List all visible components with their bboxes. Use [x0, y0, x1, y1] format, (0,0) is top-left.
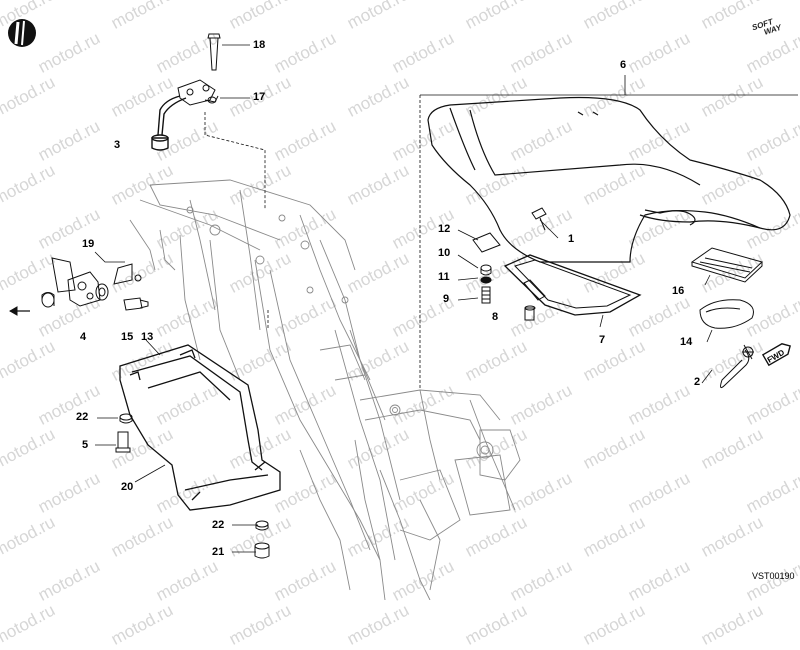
frame-drawing: [129, 179, 521, 600]
bracket-12-drawing: [472, 232, 501, 253]
watermark-text: motod.ru: [226, 600, 295, 649]
callout-1: 1: [568, 233, 575, 245]
callout-2: 2: [694, 376, 701, 388]
callout-18: 18: [253, 39, 266, 51]
callout-6: 6: [620, 59, 627, 71]
callout-8: 8: [492, 311, 499, 323]
front-arrow-icon: [8, 306, 30, 316]
callout-20: 20: [121, 481, 134, 493]
callout-21: 21: [212, 546, 225, 558]
callout-4: 4: [80, 331, 87, 343]
callout-16: 16: [672, 285, 685, 297]
callout-15: 15: [121, 331, 134, 343]
washer-11-drawing: [480, 276, 492, 284]
seat-drawing: [427, 96, 791, 263]
watermark-text: motod.ru: [698, 600, 767, 649]
callout-19: 19: [82, 238, 95, 250]
pad-16-drawing: [690, 247, 763, 283]
watermark-text: motod.ru: [0, 600, 59, 649]
callout-5: 5: [82, 439, 89, 451]
line-art: [8, 19, 798, 600]
washer-10-drawing: [480, 264, 492, 276]
callout-leaders: [94, 44, 798, 553]
callout-10: 10: [438, 247, 451, 259]
callout-22-upper: 22: [76, 411, 89, 423]
grommet-21-drawing: [254, 542, 270, 559]
seat-pan-drawing: [503, 254, 642, 316]
leader-lines: [204, 95, 421, 390]
seat-lock-drawing: [177, 79, 219, 106]
watermark-text: motod.ru: [462, 600, 531, 649]
washer-22-lower-drawing: [255, 520, 269, 531]
callout-7: 7: [599, 334, 606, 346]
washer-22-upper-drawing: [119, 413, 133, 424]
callout-22-lower: 22: [212, 519, 225, 531]
cable-3-drawing: [151, 95, 187, 151]
bolt-1-drawing: [531, 207, 547, 231]
callout-13: 13: [141, 331, 154, 343]
logo-icon: [8, 19, 36, 47]
watermark-text: motod.ru: [344, 600, 413, 649]
cable-2-drawing: [720, 344, 754, 389]
callout-17: 17: [253, 91, 266, 103]
callout-14: 14: [680, 336, 693, 348]
callout-12: 12: [438, 223, 451, 235]
screw-5-drawing: [115, 431, 131, 453]
screw-9-drawing: [481, 286, 491, 304]
lock-cylinder-4-drawing: [41, 257, 149, 311]
callout-3: 3: [114, 139, 121, 151]
callout-11: 11: [438, 271, 450, 283]
pad-14-drawing: [699, 299, 754, 329]
forward-badge-icon: [761, 343, 791, 367]
screw-18-drawing: [207, 33, 221, 71]
part-8-drawing: [523, 279, 546, 321]
watermark-text: motod.ru: [580, 600, 649, 649]
drawing-reference-code: VST00190: [752, 571, 795, 581]
tray-20-drawing: [119, 344, 281, 511]
callout-9: 9: [443, 293, 450, 305]
watermark-text: motod.ru: [108, 600, 177, 649]
